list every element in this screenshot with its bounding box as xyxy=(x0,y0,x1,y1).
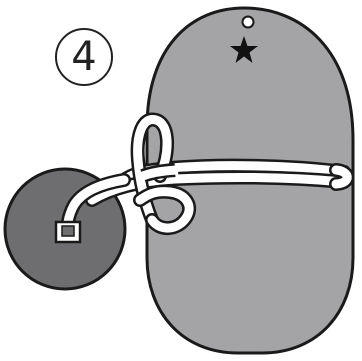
button-shank-inner xyxy=(62,226,74,236)
hole-icon xyxy=(243,17,254,28)
